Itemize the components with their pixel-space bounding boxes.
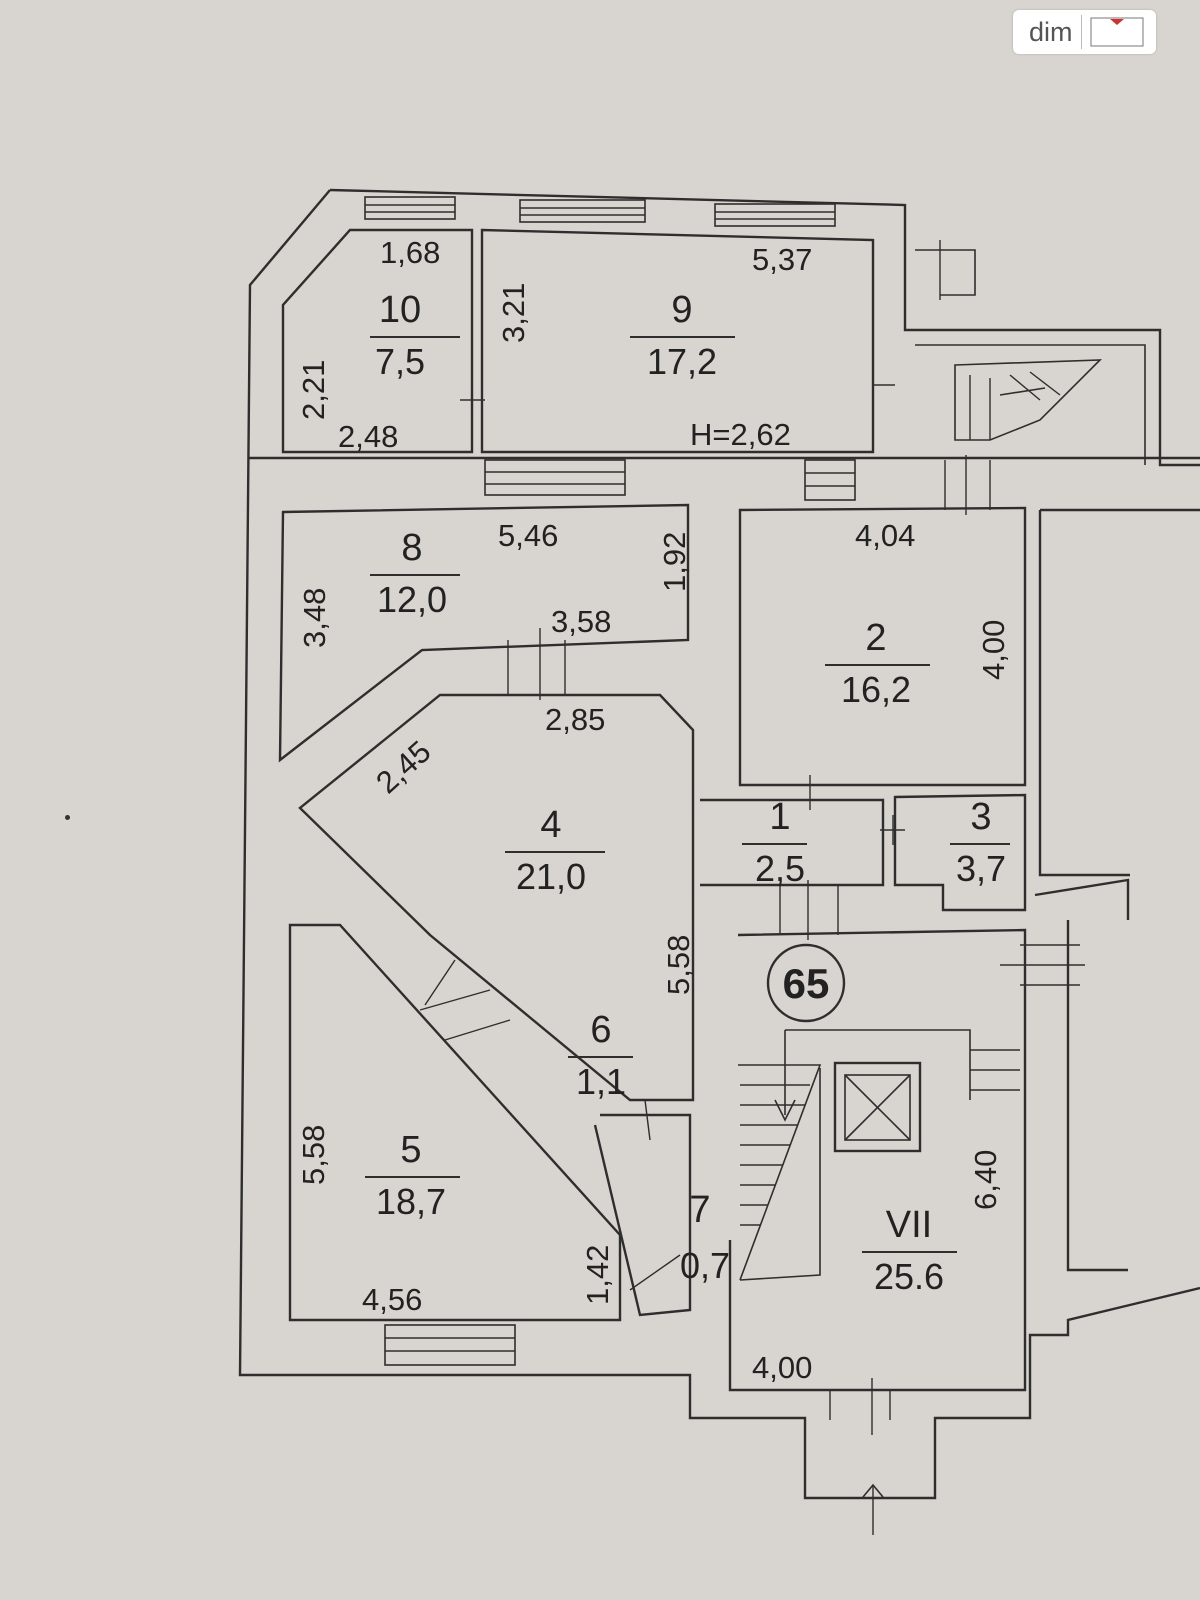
room-area: 18,7 (376, 1181, 446, 1222)
room-8-outline (278, 503, 690, 763)
room-area: 25.6 (874, 1256, 944, 1297)
room-area: 12,0 (377, 579, 447, 620)
apartment-number: 65 (783, 960, 830, 1007)
dimension-label: 5,58 (661, 935, 696, 995)
windows (364, 196, 856, 1366)
dimension-label: 3,21 (496, 283, 531, 343)
dim-ria-watermark[interactable]: dim (1013, 10, 1156, 54)
door-ticks (419, 380, 1085, 1435)
room-number: 4 (540, 804, 561, 846)
dimension-label: 5,37 (752, 242, 812, 277)
room-number: 2 (865, 617, 886, 659)
room-number: 10 (379, 289, 421, 331)
room-number: 8 (401, 527, 422, 569)
stair-flight (740, 1049, 1020, 1226)
room-4-outline (298, 693, 695, 1102)
room-area: 0,7 (680, 1245, 730, 1286)
room-1-outline (700, 798, 885, 887)
dimension-label: 6,40 (968, 1150, 1003, 1210)
room-area: 7,5 (375, 341, 425, 382)
dimension-label: 2,85 (545, 702, 605, 737)
dimension-label: H=2,62 (690, 417, 791, 452)
dimension-label: 5,58 (296, 1125, 331, 1185)
dimension-label: 4,00 (752, 1350, 812, 1385)
room-number: 7 (689, 1189, 710, 1231)
room-number: 3 (970, 796, 991, 838)
room-number: 6 (590, 1009, 611, 1051)
room-2-outline (738, 506, 1027, 787)
dimension-label: 4,00 (976, 620, 1011, 680)
ria-logo-icon (1090, 17, 1144, 47)
dimension-label: 5,46 (498, 518, 558, 553)
dimension-label: 1,92 (657, 532, 692, 592)
room-area: 21,0 (516, 856, 586, 897)
dimension-label: 1,68 (380, 235, 440, 270)
exterior-stair (915, 240, 1146, 465)
room-3-outline (893, 793, 1027, 912)
room-area: 17,2 (647, 341, 717, 382)
outer-walls (238, 188, 1200, 1500)
room-6-7-outline (593, 1113, 692, 1317)
room-9-outline (480, 228, 875, 454)
right-room-outline (1038, 508, 1200, 877)
dimension-label: 3,48 (297, 588, 332, 648)
dimension-label: 3,58 (551, 604, 611, 639)
room-area: 2,5 (755, 848, 805, 889)
watermark-site: dim (1029, 16, 1073, 47)
room-area: 16,2 (841, 669, 911, 710)
room-number: 1 (769, 796, 790, 838)
watermark-divider (1080, 15, 1082, 49)
dimension-label: 2,21 (296, 360, 331, 420)
dimension-label: 1,42 (580, 1245, 615, 1305)
apartment-number-circle (766, 943, 846, 1023)
entry-arrow-icon (862, 1483, 884, 1535)
dimension-label: 2,48 (338, 419, 398, 454)
room-10-outline (281, 228, 474, 454)
room-number: 9 (671, 289, 692, 331)
room-number: VII (886, 1204, 932, 1246)
dimension-label: 4,04 (855, 518, 915, 553)
room-5-outline (288, 923, 622, 1322)
room-area: 1,1 (576, 1061, 626, 1102)
dimension-label: 4,56 (362, 1282, 422, 1317)
room-number: 5 (400, 1129, 421, 1171)
room-area: 3,7 (956, 848, 1006, 889)
elevator-shaft (833, 1061, 922, 1153)
room-labels: 10 7,5 9 17,2 8 12,0 2 16,2 4 21,0 1 2,5 3 3,7 6 1,1 5 18… (365, 289, 1010, 1297)
room-vii-outline (728, 928, 1027, 1392)
stray-mark (65, 815, 70, 820)
